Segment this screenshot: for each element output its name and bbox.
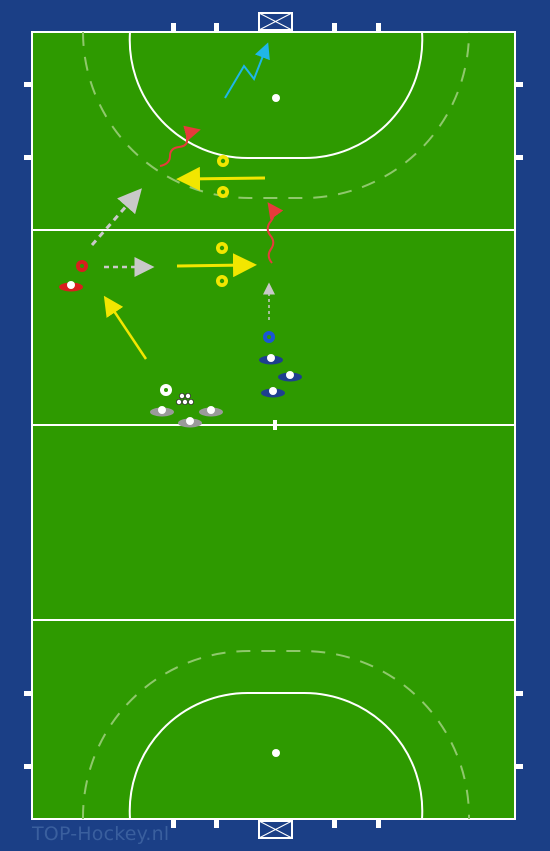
player-blue-3	[261, 387, 285, 398]
player-neutral-3	[178, 417, 202, 428]
edge-marks	[24, 23, 523, 828]
arrow-yellow-pass-left	[176, 166, 266, 191]
arrow-yellow-pass-right	[176, 253, 257, 278]
arrow-cyan-shot	[224, 42, 270, 99]
center-mark	[273, 420, 277, 430]
cone-yellow-4	[216, 275, 228, 287]
cone-yellow-2	[217, 186, 229, 198]
penalty-spot-bottom	[272, 749, 280, 757]
player-neutral-1	[150, 406, 174, 417]
player-red	[59, 281, 83, 292]
player-red-marker	[76, 260, 88, 272]
player-blue-marker	[263, 331, 275, 343]
watermark: TOP-Hockey.nl	[32, 823, 170, 845]
arrow-red-dribble-diagonal	[159, 125, 201, 167]
shooting-circle-top	[128, 31, 424, 160]
arrow-gray-dashed-diagonal	[90, 188, 142, 246]
player-blue-2	[278, 371, 302, 382]
ball-group	[175, 392, 194, 405]
dashed-arc-bottom	[81, 650, 471, 820]
player-neutral-2	[199, 406, 223, 417]
dashed-arc-top	[82, 31, 470, 199]
arrow-yellow-diagonal	[103, 295, 148, 360]
shooting-circle-bottom	[128, 691, 424, 820]
penalty-spot-top	[272, 94, 280, 102]
player-neutral-marker	[160, 384, 172, 396]
player-blue-1	[259, 354, 283, 365]
arrow-red-dribble-up	[266, 202, 284, 264]
cone-yellow-1	[217, 155, 229, 167]
goal-top	[258, 12, 293, 31]
goal-bottom	[258, 820, 293, 839]
cone-yellow-3	[216, 242, 228, 254]
